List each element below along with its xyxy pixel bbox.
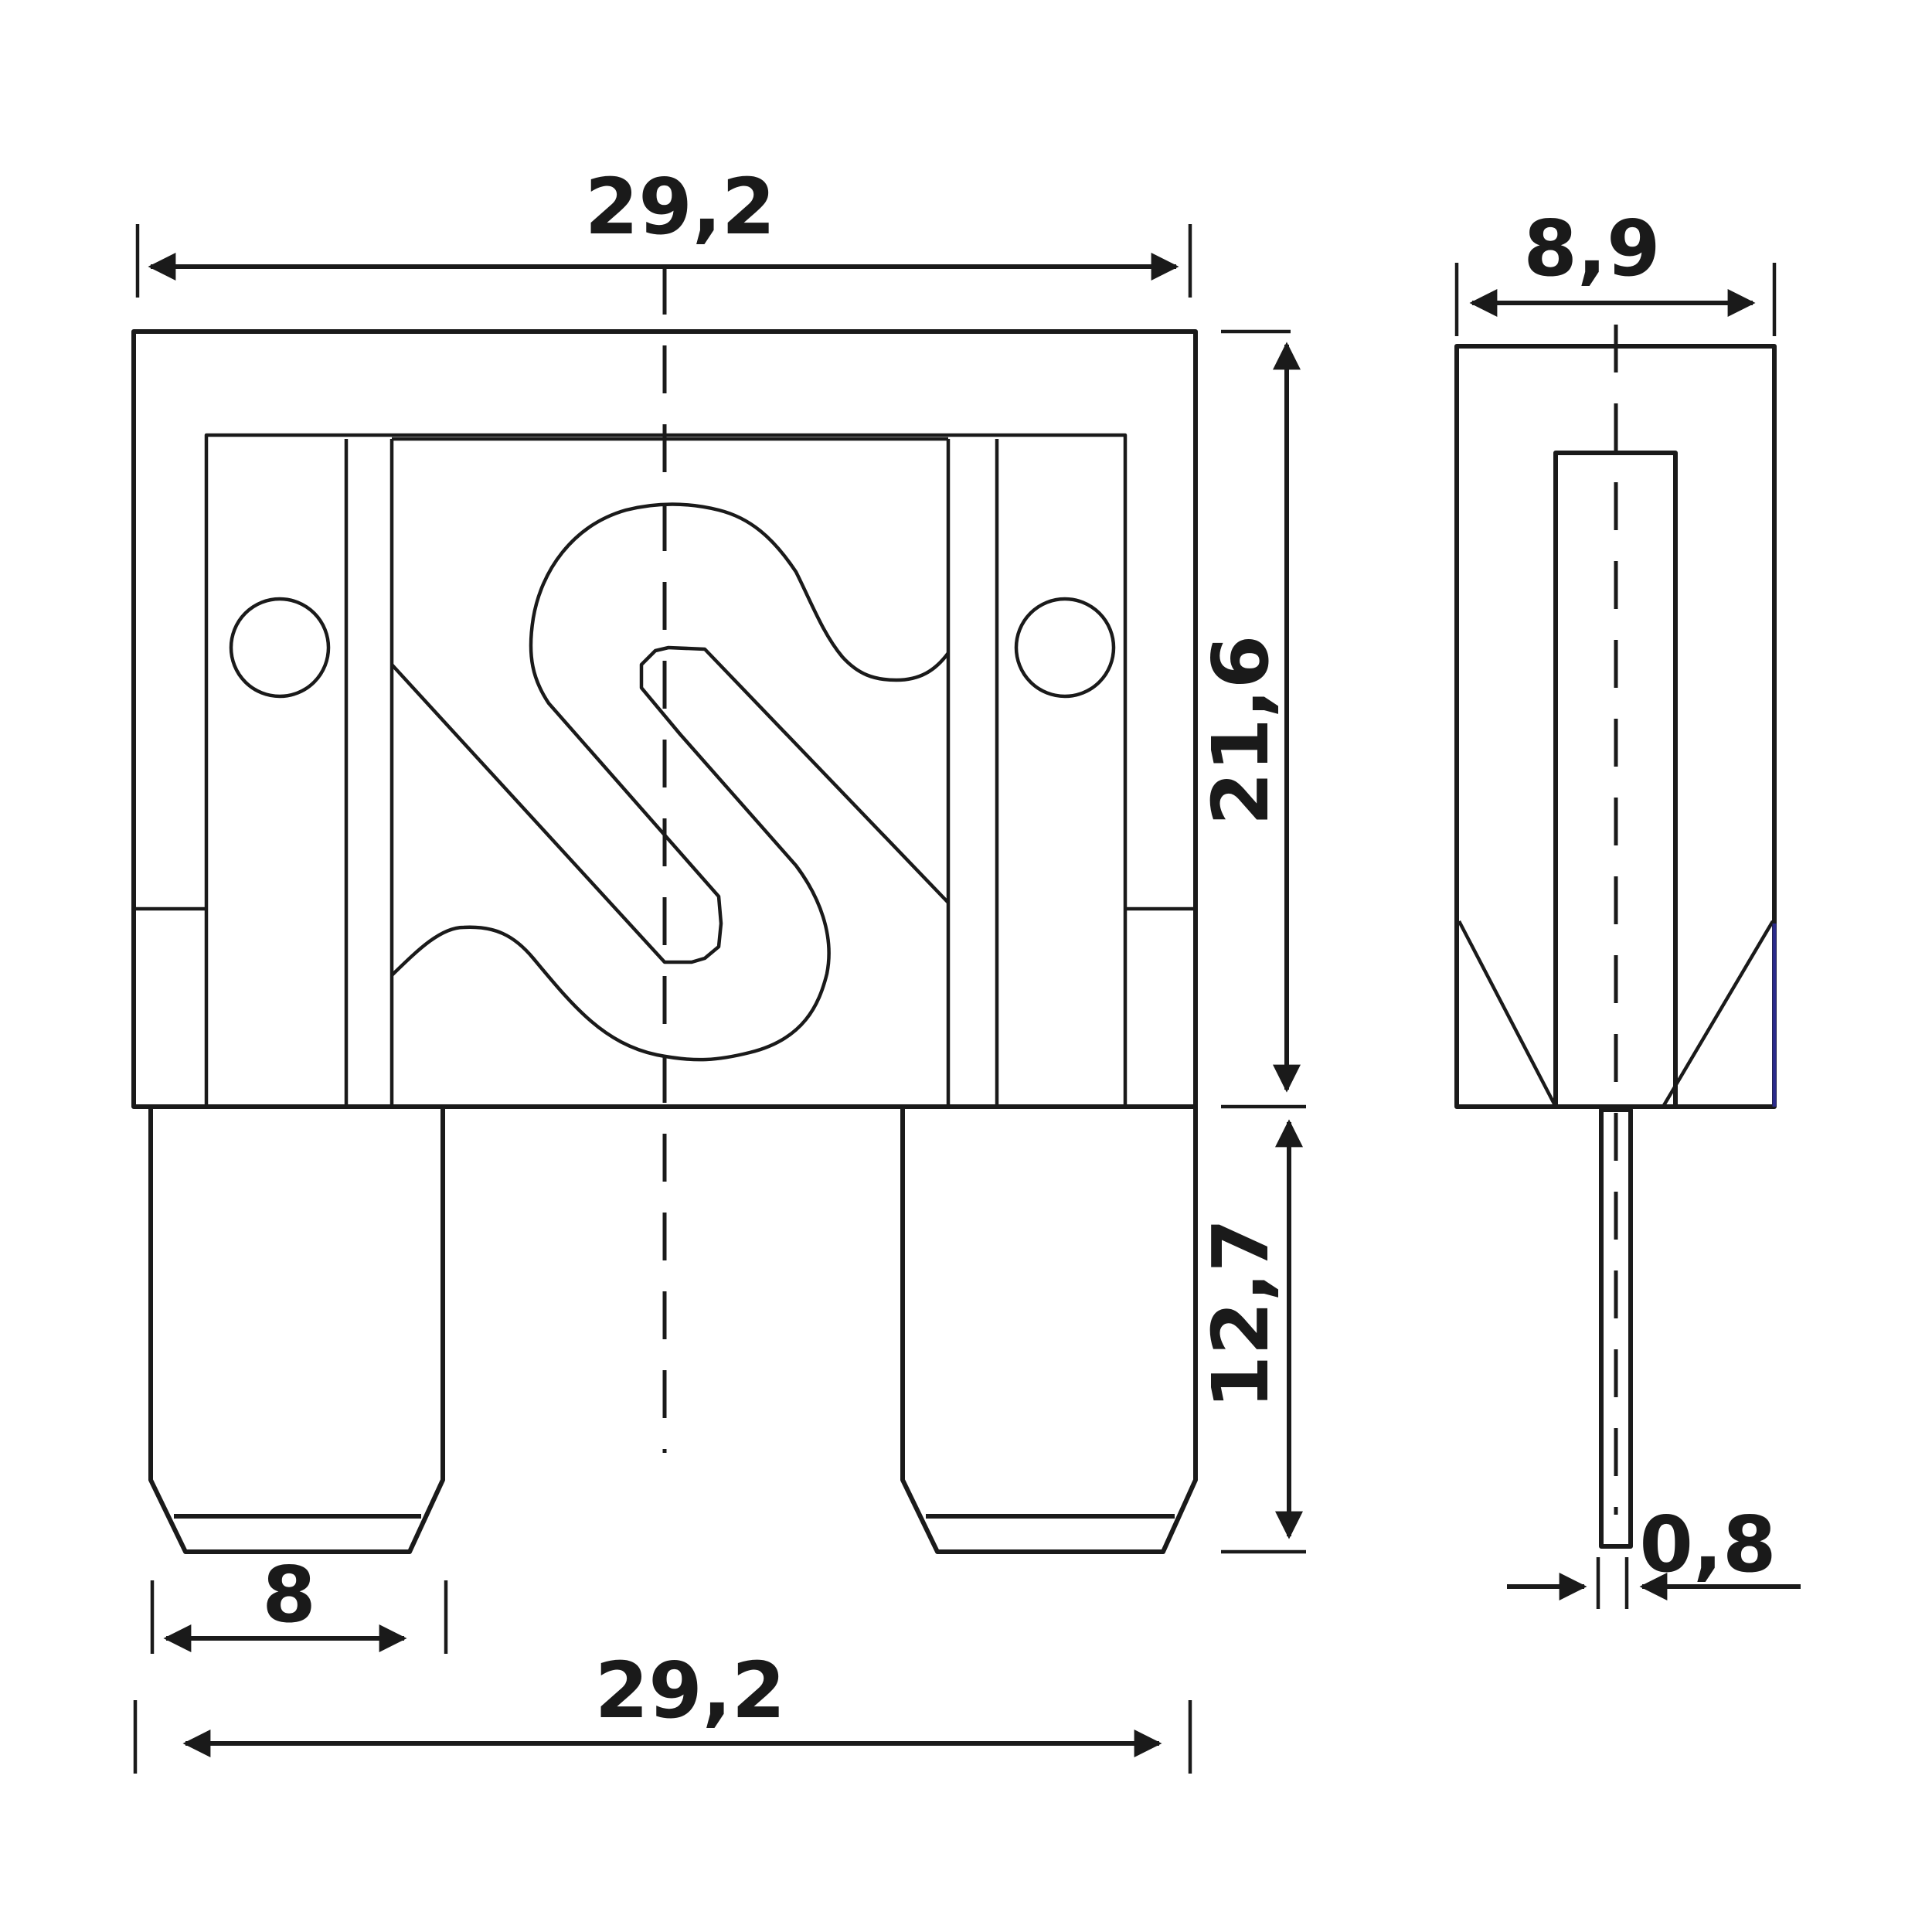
dimension-blade-thickness: 0,8 bbox=[1507, 1499, 1801, 1609]
dimension-top-width: 29,2 bbox=[135, 162, 1192, 298]
dim-label-blade-length: 12,7 bbox=[1196, 1219, 1286, 1410]
right-blade bbox=[900, 1107, 1198, 1554]
side-blade-slot bbox=[1553, 451, 1678, 1109]
dim-label-blade-width: 8 bbox=[262, 1549, 316, 1640]
fuse-body-outline bbox=[131, 329, 1198, 1109]
dim-label-side-thickness: 8,9 bbox=[1523, 203, 1660, 294]
side-right-chamfer bbox=[1662, 920, 1774, 1108]
dim-label-top-width: 29,2 bbox=[585, 162, 776, 252]
dim-label-body-height: 21,6 bbox=[1196, 635, 1286, 826]
front-view bbox=[131, 267, 1198, 1554]
dim-label-blade-thickness: 0,8 bbox=[1639, 1499, 1776, 1590]
dimension-blade-width: 8 bbox=[150, 1549, 448, 1654]
fuse-element bbox=[390, 502, 950, 1062]
dim-label-bottom-width: 29,2 bbox=[595, 1645, 786, 1736]
left-blade bbox=[148, 1107, 445, 1554]
dimension-bottom-width: 29,2 bbox=[133, 1645, 1192, 1774]
right-rivet-hole bbox=[1014, 597, 1116, 699]
dimension-blade-length: 12,7 bbox=[1196, 1119, 1306, 1554]
left-rivet-hole bbox=[229, 597, 331, 699]
dimension-body-height: 21,6 bbox=[1196, 329, 1306, 1109]
side-left-chamfer bbox=[1458, 920, 1557, 1108]
dimension-side-thickness: 8,9 bbox=[1454, 203, 1777, 336]
side-view bbox=[1454, 325, 1777, 1549]
side-blade bbox=[1599, 1107, 1633, 1549]
